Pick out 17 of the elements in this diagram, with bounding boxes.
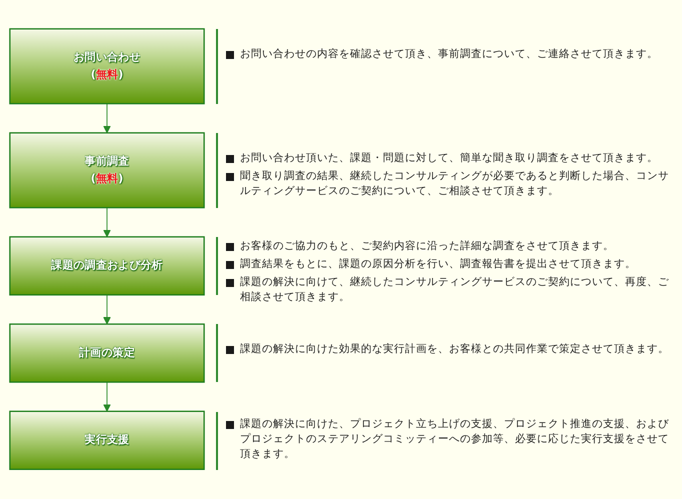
arrow	[103, 104, 111, 134]
process-box: 事前調査 (無料)	[9, 132, 205, 209]
description-text: 課題の解決に向けた効果的な実行計画を、お客様との共同作業で策定させて頂きます。	[240, 342, 670, 358]
process-box: お問い合わせ (無料)	[9, 28, 205, 105]
process-box: 課題の調査および分析	[9, 236, 205, 296]
description-text: 聞き取り調査の結果、継続したコンサルティングが必要であると判断した場合、コンサルティングサービスのご契約について、ご相談させて頂きます。	[240, 169, 670, 200]
description-text: お客様のご協力のもと、ご契約内容に沿った詳細な調査をさせて頂きます。	[240, 239, 614, 254]
arrow	[103, 382, 111, 412]
description-text: 調査結果をもとに、課題の原因分析を行い、調査報告書を提出させて頂きます。	[240, 257, 636, 272]
arrow	[103, 208, 111, 238]
process-box: 実行支援	[9, 411, 205, 470]
arrow	[103, 294, 111, 325]
process-box: 計画の策定	[9, 324, 205, 384]
description-text: 課題の解決に向けた、プロジェクト立ち上げの支援、プロジェクト推進の支援、およびプロジェクトのステアリングコミッティーへの参加等、必要に応じた実行支援をさせて頂きます。	[240, 416, 670, 462]
description-text: 課題の解決に向けて、継続したコンサルティングサービスのご契約について、再度、ご相談させて頂きます。	[240, 275, 670, 306]
description-text: お問い合わせの内容を確認させて頂き、事前調査について、ご連絡させて頂きます。	[240, 47, 658, 62]
description-text: お問い合わせ頂いた、課題・問題に対して、簡単な聞き取り調査をさせて頂きます。	[240, 151, 658, 166]
